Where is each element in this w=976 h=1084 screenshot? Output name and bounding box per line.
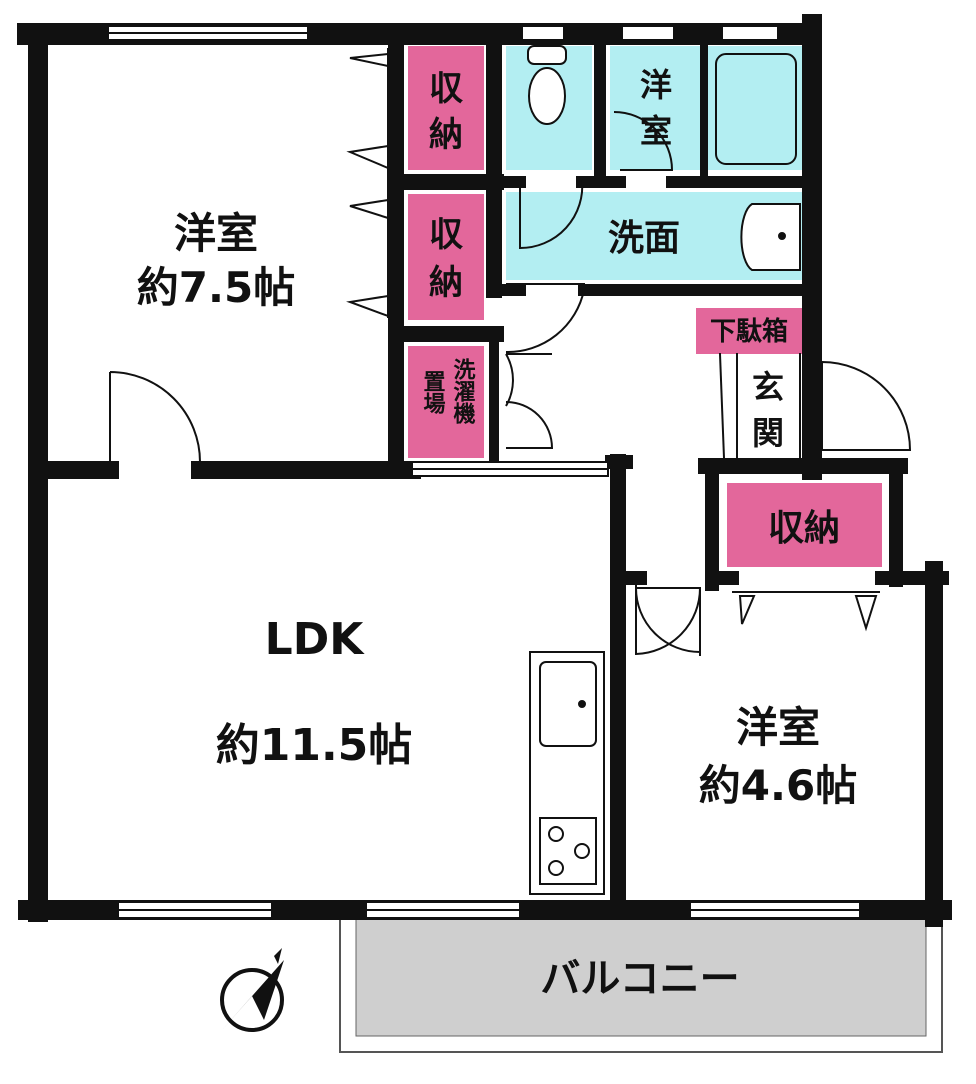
- laundry-label: 洗濯機: [450, 358, 476, 425]
- room-label: 室: [640, 112, 672, 150]
- wall: [718, 352, 726, 460]
- toilet-icon: [527, 45, 567, 125]
- bathtub-icon: [715, 53, 797, 165]
- laundry-label: 置場: [420, 370, 446, 415]
- balcony-fill: [355, 917, 927, 1037]
- window: [721, 25, 779, 41]
- kitchen-counter: [529, 651, 605, 895]
- north-arrow-icon: [220, 948, 284, 1032]
- storage-label: 収納: [768, 508, 840, 549]
- washroom-label: 洗面: [608, 218, 680, 259]
- shoe-box-fill: [696, 308, 802, 354]
- doors: [109, 111, 912, 656]
- entrance-label: 玄: [752, 368, 784, 406]
- door-swing: [505, 283, 585, 354]
- room-size: 約11.5帖: [216, 720, 413, 771]
- balcony-label: バルコニー: [540, 956, 739, 1002]
- room-name: 洋室: [174, 209, 258, 258]
- room-name: 洋室: [736, 703, 820, 752]
- entrance-label: 関: [752, 414, 784, 452]
- sink-icon: [740, 203, 801, 271]
- room-name: LDK: [265, 614, 366, 665]
- storage-label: 納: [429, 115, 463, 155]
- door-swing: [613, 111, 674, 171]
- room-size: 約7.5帖: [137, 263, 295, 312]
- storage-top-fill: [408, 46, 484, 170]
- shoe-box-label: 下駄箱: [710, 316, 788, 347]
- laundry-fill: [408, 346, 484, 458]
- closet-doors: [346, 48, 880, 632]
- door-swing: [519, 179, 584, 250]
- door-swing: [109, 371, 201, 463]
- window: [521, 25, 565, 41]
- storage-label: 収: [429, 215, 463, 255]
- small-western-fill: [610, 46, 700, 170]
- storage-label: 納: [429, 263, 463, 303]
- storage-mid-fill: [408, 194, 484, 320]
- labels: 洋室 約7.5帖 LDK 約11.5帖 洋室 約4.6帖 洋 室 収 納 収 納…: [137, 66, 857, 1002]
- room-label: 洋: [640, 66, 672, 104]
- room-size: 約4.6帖: [699, 761, 857, 810]
- door-swing: [635, 582, 701, 656]
- sink-icon: [539, 661, 597, 747]
- door-swing: [505, 353, 552, 407]
- door-swing: [505, 401, 554, 449]
- door-swing: [821, 360, 912, 451]
- window: [621, 25, 675, 41]
- storage-label: 収: [429, 69, 463, 109]
- windows: [107, 25, 861, 919]
- bath-fill: [706, 46, 802, 170]
- storage-right-fill: [727, 483, 882, 567]
